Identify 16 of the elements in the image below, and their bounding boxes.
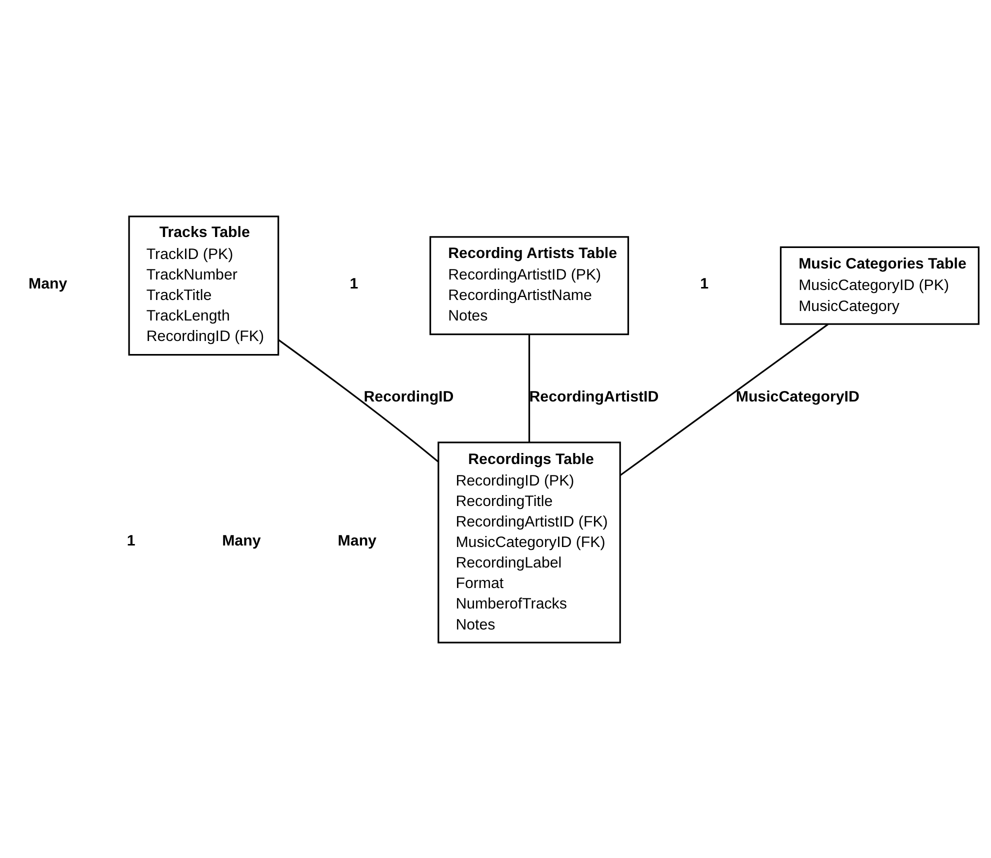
label: 1 xyxy=(349,275,358,292)
edge-label: RecordingID xyxy=(363,388,454,406)
node-box: Music Categories Table MusicCategoryID (PK) MusicCategory xyxy=(779,246,979,324)
node-box: Recording Artists Table RecordingArtistID (PK) RecordingArtistName Notes xyxy=(428,236,629,335)
node-box: Tracks Table TrackID (PK) TrackNumber TrackTitle TrackLength RecordingID (FK) xyxy=(128,215,279,356)
label: Many xyxy=(337,532,376,549)
label: Many xyxy=(28,275,67,292)
label: 1 xyxy=(700,275,708,292)
edge-label: MusicCategoryID xyxy=(735,388,859,406)
connector xyxy=(277,338,438,462)
label: Many xyxy=(222,532,260,549)
edge-label: RecordingArtistID xyxy=(528,388,658,406)
connector xyxy=(528,334,530,442)
label: 1 xyxy=(126,532,135,549)
node-box: Recordings Table RecordingID (PK) RecordingTitle RecordingArtistID (FK) MusicCategoryID (FK) RecordingLabel Format NumberofTracks Notes xyxy=(437,441,620,643)
connector xyxy=(619,323,828,476)
